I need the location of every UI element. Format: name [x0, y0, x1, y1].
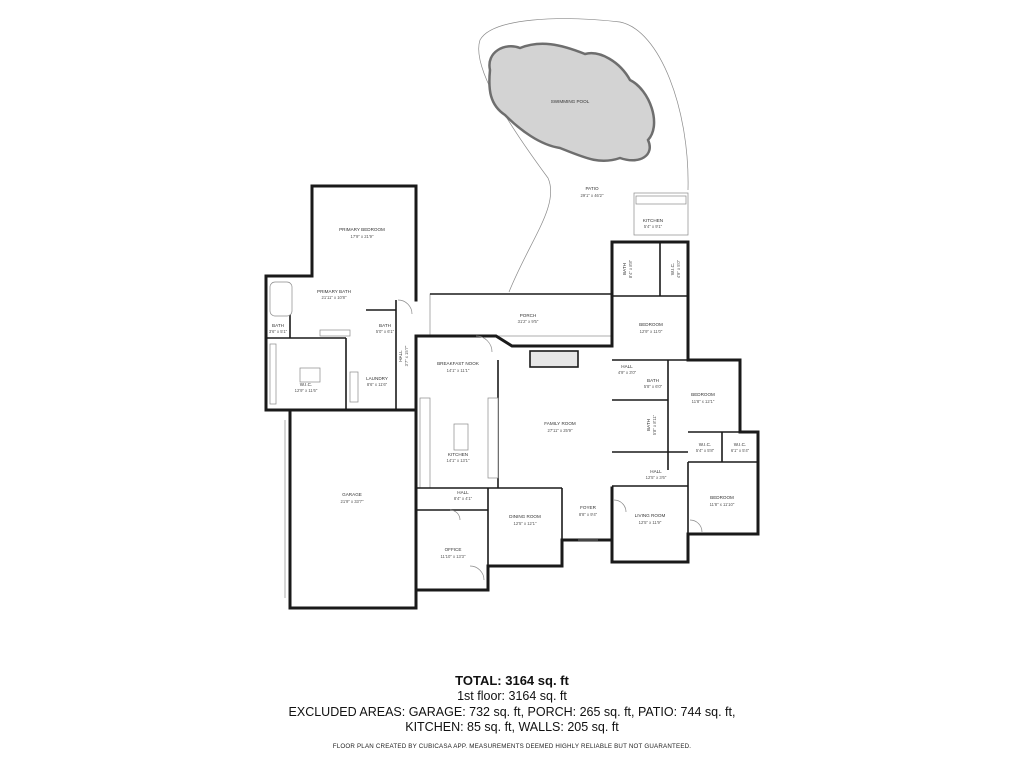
kitchen-island: [453, 423, 469, 451]
room-primary-bedroom-dims: 17'9" x 21'9": [351, 234, 374, 239]
room-porch-dims: 31'2" x 9'5": [518, 319, 539, 324]
room-hall-west-name: HALL: [398, 350, 403, 362]
west-wing-wall: [264, 274, 418, 412]
door-swing: [475, 335, 493, 353]
room-laundry-name: LAUNDRY: [366, 376, 388, 381]
laundry-shelf: [349, 371, 359, 403]
room-family-room-dims: 27'11" x 25'9": [548, 428, 573, 433]
room-hall-east-name: HALL: [650, 469, 662, 474]
room-hall-south-name: HALL: [457, 490, 469, 495]
office-wall: [414, 564, 490, 592]
room-living-room-dims: 12'5" x 11'9": [639, 520, 662, 525]
room-outdoor-kitchen-dims: 5'4" x 9'1": [644, 224, 663, 229]
room-family-room-name: FAMILY ROOM: [544, 421, 576, 426]
room-bedroom-se-name: BEDROOM: [710, 495, 734, 500]
room-bath-east-small-dims: 5'8" x 6'0": [644, 384, 663, 389]
room-bedroom-ne-dims: 12'9" x 11'0": [640, 329, 663, 334]
door-swing: [449, 509, 461, 521]
room-bath-ne-name: BATH: [622, 263, 627, 275]
excluded-areas-line-2: KITCHEN: 85 sq. ft, WALLS: 205 sq. ft: [405, 720, 619, 734]
dining-wall: [486, 538, 564, 568]
room-outdoor-kitchen-name: KITCHEN: [643, 218, 663, 223]
room-breakfast-nook-dims: 14'1" x 11'1": [447, 368, 470, 373]
door-swing: [613, 499, 627, 513]
room-wic-east-2-name: W.I.C.: [734, 442, 747, 447]
room-bedroom-se-dims: 11'8" x 11'10": [710, 502, 735, 507]
kitchen-counter-west: [419, 397, 431, 489]
room-laundry-dims: 8'6" x 11'6": [367, 382, 388, 387]
room-hall-south-dims: 8'4" x 4'1": [454, 496, 473, 501]
room-bedroom-east-dims: 11'8" x 12'1": [692, 399, 715, 404]
room-breakfast-nook-name: BREAKFAST NOOK: [437, 361, 480, 366]
room-bath-primary-2-name: BATH: [379, 323, 391, 328]
room-wic-east-1-name: W.I.C.: [699, 442, 712, 447]
room-living-room-name: LIVING ROOM: [635, 513, 666, 518]
room-wic-east-2-dims: 6'1" x 5'4": [731, 448, 750, 453]
room-dining-room-dims: 12'5" x 12'1": [514, 521, 537, 526]
total-area: TOTAL: 3164 sq. ft: [455, 673, 569, 688]
room-swimming-pool-name: SWIMMING POOL: [551, 99, 590, 104]
room-bath-primary-2-dims: 5'0" x 6'1": [376, 329, 395, 334]
fireplace: [529, 350, 579, 368]
room-porch-name: PORCH: [520, 313, 537, 318]
room-bath-east-small-name: BATH: [647, 378, 659, 383]
room-primary-bath-name: PRIMARY BATH: [317, 289, 351, 294]
wic-shelf: [269, 343, 277, 405]
room-hall-east-small-name: HALL: [621, 364, 633, 369]
room-dining-room-name: DINING ROOM: [509, 514, 541, 519]
room-patio-name: PATIO: [585, 186, 599, 191]
room-hall-east-small-dims: 4'9" x 3'0": [618, 370, 637, 375]
door-swing: [689, 519, 703, 533]
room-hall-west-dims: 3'7" x 15'7": [404, 345, 409, 366]
room-wic-primary-dims: 12'9" x 11'6": [295, 388, 318, 393]
floor-area: 1st floor: 3164 sq. ft: [457, 689, 567, 703]
main-wall-north: [414, 334, 614, 348]
room-bedroom-east-name: BEDROOM: [691, 392, 715, 397]
room-garage-name: GARAGE: [342, 492, 362, 497]
room-patio-dims: 29'1" x 46'2": [581, 193, 604, 198]
room-bath-east-dims: 5'8" x 8'11": [652, 414, 657, 435]
room-garage-dims: 21'9" x 33'7": [341, 499, 364, 504]
room-primary-bedroom-name: PRIMARY BEDROOM: [339, 227, 385, 232]
floor-plan: SWIMMING POOL PATIO 29'1" x 46'2" KITCHE…: [264, 18, 760, 610]
kitchen-counter-east: [487, 397, 499, 479]
garage-wall: [288, 408, 418, 610]
excluded-areas-line-1: EXCLUDED AREAS: GARAGE: 732 sq. ft, PORC…: [288, 704, 736, 719]
room-wic-east-1-dims: 5'4" x 5'8": [696, 448, 715, 453]
bathtub: [269, 281, 293, 317]
disclaimer: FLOOR PLAN CREATED BY CUBICASA APP. MEAS…: [332, 742, 692, 750]
room-primary-bath-dims: 21'11" x 10'8": [322, 295, 347, 300]
outdoor-kitchen-outline: [633, 192, 689, 236]
patio-outline: [478, 18, 689, 293]
room-office-name: OFFICE: [445, 547, 462, 552]
swimming-pool-shape: [488, 42, 656, 162]
wic-island: [299, 367, 321, 383]
room-hall-east-dims: 12'5" x 3'6": [646, 475, 667, 480]
room-bedroom-ne-name: BEDROOM: [639, 322, 663, 327]
primary-bedroom-wall: [310, 184, 418, 302]
room-kitchen-name: KITCHEN: [448, 452, 468, 457]
outdoor-kitchen-counter: [635, 195, 687, 205]
door-swing: [397, 299, 413, 315]
area-summary: TOTAL: 3164 sq. ft 1st floor: 3164 sq. f…: [0, 672, 1024, 750]
door-swing: [469, 565, 485, 581]
room-bath-small-name: BATH: [272, 323, 284, 328]
room-foyer-name: FOYER: [580, 505, 597, 510]
room-wic-primary-name: W.I.C.: [300, 382, 313, 387]
room-foyer-dims: 8'8" x 9'4": [579, 512, 598, 517]
room-bath-small-dims: 3'6" x 5'1": [269, 329, 288, 334]
room-kitchen-dims: 14'1" x 13'1": [447, 458, 470, 463]
room-office-dims: 11'10" x 13'3": [441, 554, 466, 559]
room-wic-ne-dims: 4'9" x 5'0": [676, 259, 681, 278]
vanity: [319, 329, 351, 337]
room-wic-ne-name: W.I.C.: [670, 263, 675, 276]
room-bath-east-name: BATH: [646, 419, 651, 431]
room-bath-ne-dims: 8'4" x 8'8": [628, 259, 633, 278]
